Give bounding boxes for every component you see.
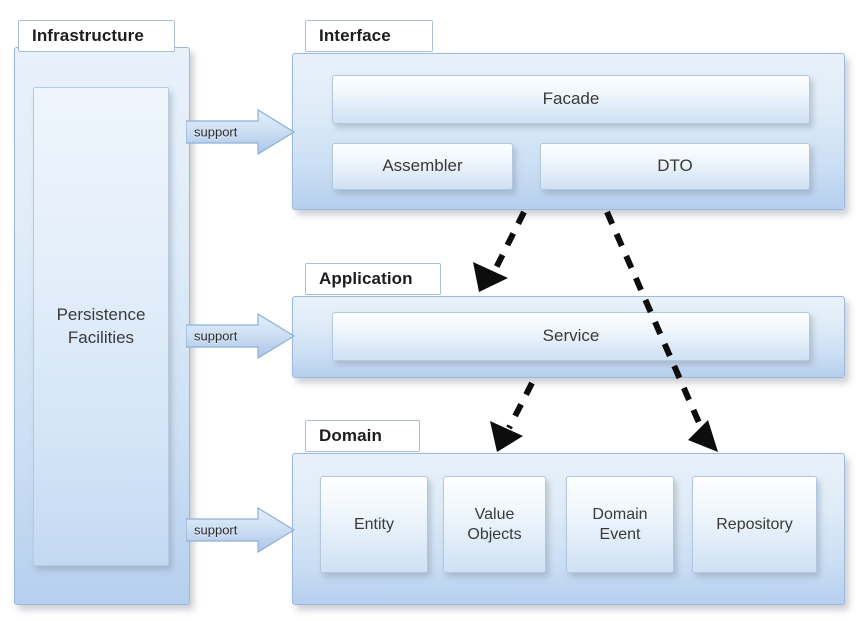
layer-tab-label-interface: Interface bbox=[319, 26, 391, 45]
dependency-arrow-application-to-domain bbox=[490, 381, 535, 452]
component-label-assembler: Assembler bbox=[382, 156, 463, 176]
component-repository[interactable]: Repository bbox=[692, 476, 817, 573]
component-label-facade: Facade bbox=[542, 89, 600, 109]
component-label-entity: Entity bbox=[353, 515, 394, 533]
support-arrow-infrastructure-to-domain[interactable]: support bbox=[186, 506, 296, 554]
component-label-domain-event: Domain Event bbox=[592, 505, 648, 543]
support-arrow-label-application: support bbox=[194, 328, 238, 344]
layer-tab-domain[interactable]: Domain bbox=[305, 420, 420, 452]
component-facade[interactable]: Facade bbox=[332, 75, 810, 124]
support-arrow-infrastructure-to-interface[interactable]: support bbox=[186, 108, 296, 156]
support-arrow-label-domain: support bbox=[194, 522, 238, 538]
layer-tab-infrastructure[interactable]: Infrastructure bbox=[18, 20, 175, 52]
layer-tab-label-domain: Domain bbox=[319, 426, 382, 445]
layer-tab-interface[interactable]: Interface bbox=[305, 20, 433, 52]
component-assembler[interactable]: Assembler bbox=[332, 143, 513, 190]
component-label-persistence-facilities: Persistence Facilities bbox=[56, 305, 146, 347]
component-persistence-facilities[interactable]: Persistence Facilities bbox=[33, 87, 169, 566]
support-arrow-icon bbox=[186, 108, 296, 156]
component-label-dto: DTO bbox=[657, 156, 693, 176]
layer-tab-label-infrastructure: Infrastructure bbox=[32, 26, 144, 45]
layer-tab-application[interactable]: Application bbox=[305, 263, 441, 295]
component-domain-event[interactable]: Domain Event bbox=[566, 476, 674, 573]
dependency-arrow-interface-to-application bbox=[473, 210, 527, 292]
support-arrow-infrastructure-to-application[interactable]: support bbox=[186, 312, 296, 360]
component-entity[interactable]: Entity bbox=[320, 476, 428, 573]
component-label-repository: Repository bbox=[716, 515, 793, 533]
support-arrow-icon bbox=[186, 312, 296, 360]
support-arrow-icon bbox=[186, 506, 296, 554]
component-service[interactable]: Service bbox=[332, 312, 810, 361]
support-arrow-label-interface: support bbox=[194, 124, 238, 140]
component-label-value-objects: Value Objects bbox=[467, 505, 522, 543]
component-label-service: Service bbox=[542, 326, 600, 346]
component-value-objects[interactable]: Value Objects bbox=[443, 476, 546, 573]
layer-tab-label-application: Application bbox=[319, 269, 413, 288]
component-dto[interactable]: DTO bbox=[540, 143, 810, 190]
